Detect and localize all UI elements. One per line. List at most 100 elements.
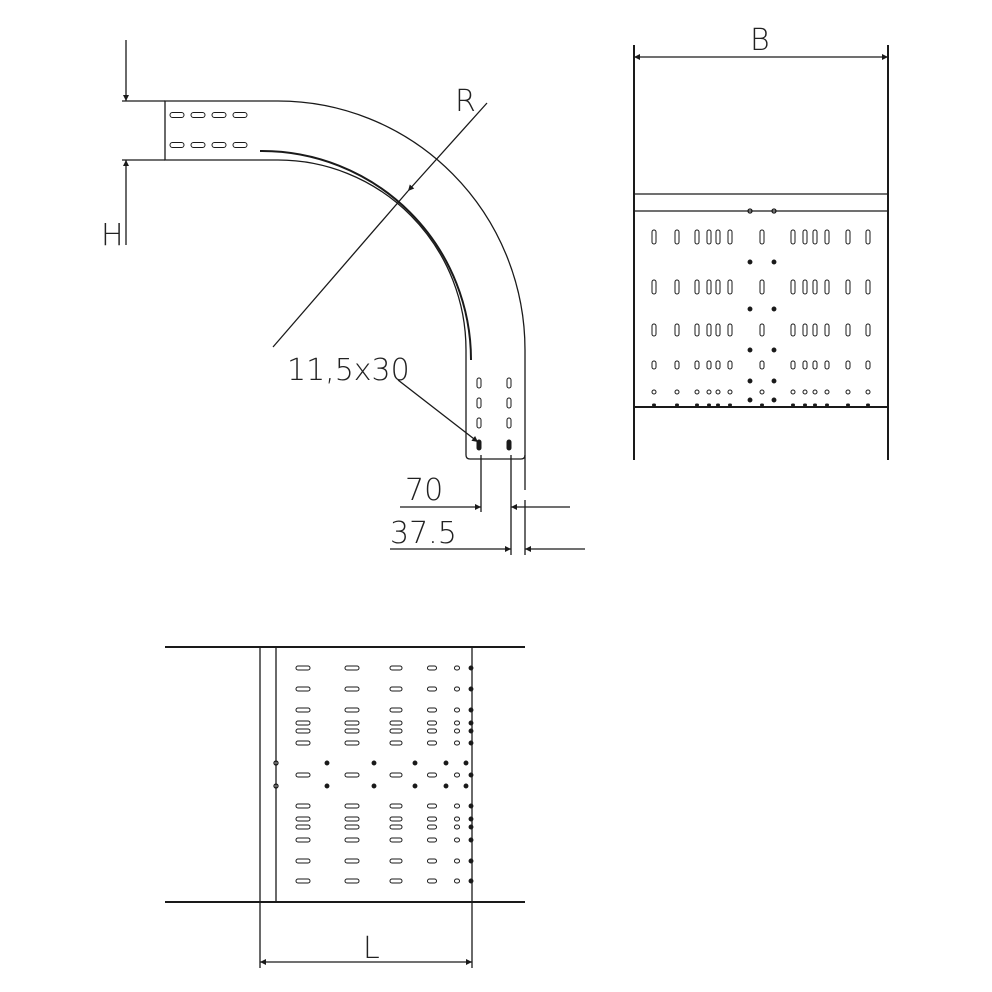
perforation-slot	[389, 720, 403, 726]
perforation-slot	[344, 728, 360, 734]
perforation-slot	[790, 323, 796, 337]
slot-size-label: 11,5x30	[287, 353, 410, 388]
perforation-slot	[790, 360, 796, 370]
perforation-slot	[389, 878, 403, 884]
perforation-slot	[727, 389, 733, 395]
perforation-dot	[443, 760, 449, 766]
perforation-slot	[715, 389, 721, 395]
perforation-dot	[324, 783, 330, 789]
perforation-slot	[344, 772, 360, 778]
perforation-slot	[454, 772, 460, 778]
perforation-slot	[707, 403, 711, 407]
perforation-slot	[389, 772, 403, 778]
width-label: B	[750, 23, 770, 58]
perforation-slot	[232, 142, 248, 148]
perforation-slot	[344, 686, 360, 692]
perforation-slot	[476, 439, 482, 451]
perforation-slot	[674, 389, 680, 395]
perforation-slot	[674, 323, 680, 337]
perforation-slot	[865, 360, 871, 370]
perforation-slot	[295, 803, 311, 809]
perforation-slot	[454, 816, 460, 822]
perforation-slot	[802, 279, 808, 295]
perforation-slot	[295, 772, 311, 778]
perforation-slot	[344, 707, 360, 713]
perforation-slot	[694, 279, 700, 295]
perforation-slot	[812, 279, 818, 295]
perforation-dot	[771, 259, 777, 265]
perforation-dot	[468, 816, 474, 822]
perforation-slot	[706, 360, 712, 370]
perforation-slot	[824, 360, 830, 370]
perforation-slot	[651, 323, 657, 337]
perforation-slot	[454, 728, 460, 734]
perforation-slot	[759, 360, 765, 370]
perforation-slot	[824, 323, 830, 337]
perforation-slot	[427, 686, 437, 692]
perforation-slot	[845, 229, 851, 245]
perforation-dot	[747, 378, 753, 384]
perforation-slot	[295, 728, 311, 734]
perforation-slot	[389, 837, 403, 843]
perforation-slot	[454, 858, 460, 864]
perforation-slot	[389, 686, 403, 692]
perforation-dot	[443, 783, 449, 789]
perforation-slot	[344, 816, 360, 822]
perforation-slot	[845, 360, 851, 370]
perforation-slot	[652, 403, 656, 407]
radius-label: R	[455, 84, 476, 119]
height-dimension	[122, 40, 165, 245]
perforation-slot	[727, 279, 733, 295]
perforation-slot	[651, 279, 657, 295]
perforation-slot	[190, 112, 206, 118]
perforation-slot	[759, 229, 765, 245]
perforation-slot	[845, 389, 851, 395]
perforation-slot	[427, 665, 437, 671]
perforation-slot	[727, 360, 733, 370]
perforation-slot	[845, 279, 851, 295]
perforation-slot	[674, 360, 680, 370]
perforation-dot	[273, 760, 279, 766]
perforation-slot	[812, 389, 818, 395]
perforation-slot	[169, 112, 185, 118]
perforation-slot	[803, 403, 807, 407]
perforation-slot	[651, 360, 657, 370]
perforation-slot	[802, 229, 808, 245]
perforation-slot	[759, 279, 765, 295]
perforation-slot	[344, 837, 360, 843]
perforation-dot	[463, 760, 469, 766]
perforation-slot	[715, 323, 721, 337]
perforation-dot	[747, 397, 753, 403]
perforation-dot	[324, 760, 330, 766]
perforation-slot	[728, 403, 732, 407]
perforation-slot	[427, 878, 437, 884]
perforation-slot	[674, 229, 680, 245]
perforation-slot	[651, 389, 657, 395]
perforation-dot	[747, 306, 753, 312]
perforation-slot	[427, 816, 437, 822]
perforation-slot	[190, 142, 206, 148]
perforation-slot	[759, 389, 765, 395]
perforation-slot	[812, 360, 818, 370]
perforation-slot	[812, 323, 818, 337]
perforation-dot	[468, 824, 474, 830]
perforation-dot	[747, 259, 753, 265]
perforation-slot	[169, 142, 185, 148]
top-view	[165, 646, 525, 968]
perforation-slot	[295, 740, 311, 746]
perforation-slot	[427, 803, 437, 809]
perforation-dot	[771, 397, 777, 403]
perforation-dot	[463, 783, 469, 789]
perforation-dot	[771, 208, 777, 214]
perforation-dot	[771, 306, 777, 312]
perforation-slot	[211, 112, 227, 118]
perforation-dot	[371, 760, 377, 766]
perforation-slot	[759, 323, 765, 337]
perforation-dot	[468, 740, 474, 746]
perforation-slot	[389, 824, 403, 830]
perforation-slot	[865, 229, 871, 245]
perforation-slot	[476, 377, 482, 389]
perforation-dot	[747, 208, 753, 214]
perforation-slot	[727, 323, 733, 337]
